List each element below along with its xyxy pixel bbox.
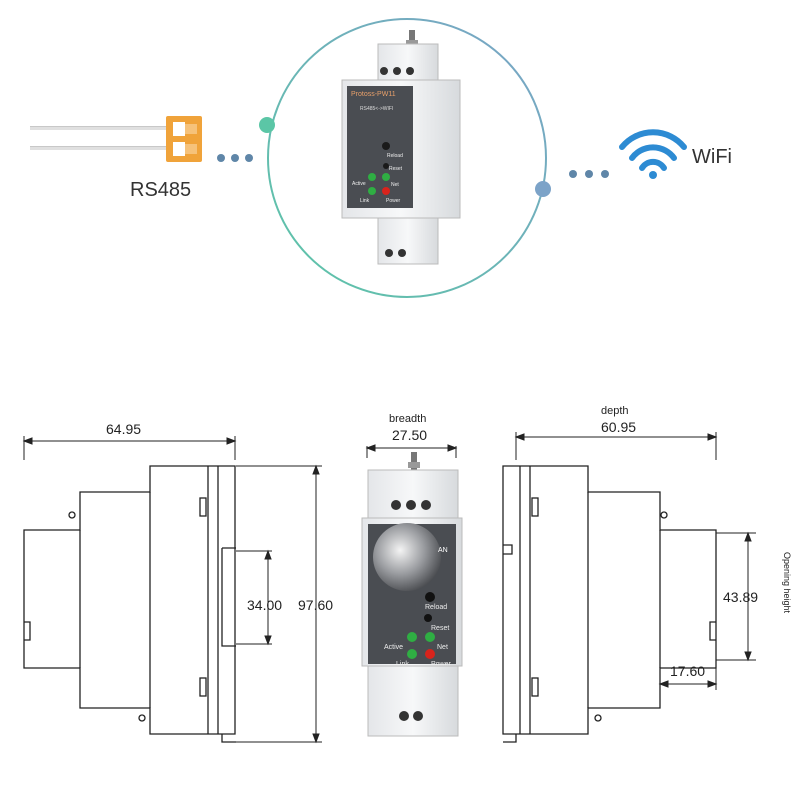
front-reset-label: Reset [431,625,449,632]
reset-label: Reset [389,166,403,172]
terminal-connector-icon [166,116,202,162]
rail-value: 17.60 [670,663,705,679]
front-power-label: Power [431,661,452,668]
front-active-label: Active [384,644,403,651]
dim-height-label: 97.60 [298,597,333,613]
front-link-label: Link [396,661,409,668]
dim-rail [658,660,718,690]
rs485-cable [30,126,170,150]
breadth-value: 27.50 [392,427,427,443]
opening-height-value: 43.89 [723,589,758,605]
link-label: Link [360,198,370,204]
reload-label: Reload [387,153,403,159]
label-sticker [373,523,441,591]
power-label: Power [386,198,401,204]
side-view-right [502,465,717,743]
dim-breadth [365,444,458,458]
side-view-left [23,465,236,743]
dim-depth [514,432,718,460]
device-model-label: Protoss-PW11 [351,91,396,98]
breadth-label: breadth [389,413,426,425]
dim-height [236,464,322,744]
depth-label: depth [601,405,629,417]
front-net-label: Net [437,644,448,651]
rs485-label: RS485 [130,179,191,201]
dim-opening-height [716,531,756,662]
wifi-label: WiFi [692,146,732,168]
dim-inner-height [236,549,272,646]
dim-inner-height-label: 34.00 [247,597,282,613]
ring-node-left [259,117,275,133]
ring-node-right [535,181,551,197]
device-subtitle-label: RS485<->WIFI [360,106,393,112]
active-label: Active [352,181,366,187]
wifi-icon [619,129,687,179]
device-photo-top: Protoss-PW11 RS485<->WIFI Reload Reset A… [341,30,461,265]
connection-ring [259,18,551,298]
an-label: AN [438,547,448,554]
left-dots [217,154,253,162]
net-label: Net [391,182,399,188]
right-dots [569,170,609,178]
dim-width-left [22,436,237,460]
depth-value: 60.95 [601,419,636,435]
opening-height-label: Opening height [782,552,792,614]
front-reload-label: Reload [425,604,447,611]
device-photo-front: AN Reload Reset Active Net Link Power [361,452,463,737]
dim-width-label: 64.95 [106,421,141,437]
